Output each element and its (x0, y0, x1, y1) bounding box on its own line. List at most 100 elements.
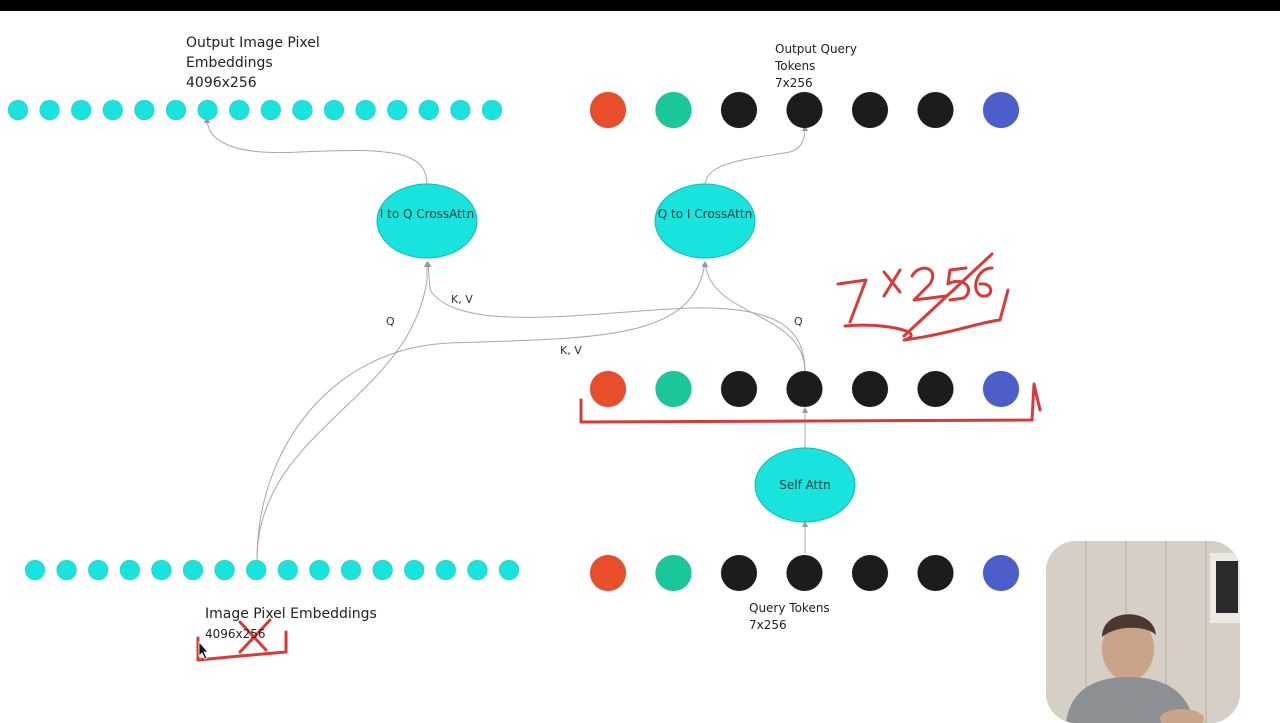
edge-label-q-right: Q (794, 315, 803, 328)
output-pixel-embedding[interactable] (449, 99, 471, 121)
self-attn-label: Self Attn (779, 478, 831, 492)
ink-underline-swoop (843, 288, 1010, 342)
input-pixel-embedding[interactable] (119, 559, 141, 581)
output-pixel-embedding[interactable] (418, 99, 440, 121)
intermediate-query-token[interactable] (589, 370, 627, 408)
edge-label-kv-left: K, V (451, 293, 473, 306)
input-pixel-embedding[interactable] (214, 559, 236, 581)
intermediate-query-token[interactable] (786, 370, 823, 408)
input-pixel-title: Image Pixel Embeddings (205, 606, 377, 622)
edge-pixels-kv-to-qtoi (256, 261, 708, 561)
output-pixel-embedding[interactable] (197, 99, 219, 121)
intermediate-query-token[interactable] (720, 370, 758, 408)
edge-tokens-kv-to-itoq (425, 261, 806, 373)
q-to-i-crossattn-node[interactable] (654, 183, 756, 259)
ink-digit-seven (836, 278, 868, 324)
output-query-token[interactable] (786, 91, 823, 129)
query-token-row (589, 554, 1020, 592)
query-tokens-title: Query Tokens (749, 601, 830, 615)
output-pixel-title: Output Image Pixel Embeddings (186, 35, 320, 71)
edge-itoq-to-output-pixels (204, 117, 428, 186)
query-token[interactable] (589, 554, 627, 592)
intermediate-query-token[interactable] (982, 370, 1020, 408)
edge-tokens-q-to-qtoi (702, 261, 806, 373)
output-query-token[interactable] (982, 91, 1020, 129)
output-pixel-embedding[interactable] (102, 99, 124, 121)
i-to-q-label: I to Q CrossAttn (379, 207, 475, 221)
input-pixel-embedding[interactable] (435, 559, 457, 581)
handwritten-annotation (196, 252, 1042, 662)
ink-digit-two (910, 266, 948, 302)
output-pixel-embedding[interactable] (39, 99, 60, 121)
query-token[interactable] (720, 554, 758, 592)
output-pixel-embedding[interactable] (260, 99, 282, 121)
query-token[interactable] (982, 554, 1020, 592)
output-query-title: Output Query Tokens (775, 42, 857, 73)
output-pixel-embedding[interactable] (228, 99, 250, 121)
webcam-overlay (1046, 541, 1240, 723)
mouse-cursor-icon (198, 640, 209, 660)
diagram-svg (7, 91, 1042, 662)
webcam-scene (1046, 541, 1240, 723)
output-pixel-embedding[interactable] (7, 99, 29, 121)
output-query-token[interactable] (917, 91, 954, 129)
query-token[interactable] (851, 554, 889, 592)
input-pixel-embedding[interactable] (24, 559, 46, 581)
ink-underline-small (196, 630, 288, 662)
output-token-row (589, 91, 1020, 129)
query-token[interactable] (917, 554, 954, 592)
intermediate-query-token[interactable] (851, 370, 889, 408)
query-tokens-dims: 7x256 (749, 618, 787, 632)
output-query-token[interactable] (589, 91, 627, 129)
input-pixel-embedding[interactable] (466, 559, 488, 581)
output-query-token[interactable] (720, 91, 758, 129)
input-pixel-embedding[interactable] (150, 559, 172, 581)
connectors (204, 117, 808, 561)
output-pixel-embedding[interactable] (386, 99, 408, 121)
q-to-i-label: Q to I CrossAttn (657, 207, 753, 221)
ink-strike-diagonal (902, 252, 994, 338)
ink-cross-x (882, 268, 902, 298)
output-pixel-embedding[interactable] (133, 99, 155, 121)
output-query-token[interactable] (851, 91, 889, 129)
output-pixel-row (7, 99, 503, 121)
input-pixel-dims: 4096x256 (205, 627, 266, 641)
intermediate-query-token[interactable] (917, 370, 954, 408)
input-pixel-embedding[interactable] (498, 559, 520, 581)
ink-bracket (579, 382, 1042, 424)
input-pixel-embedding[interactable] (372, 559, 394, 581)
input-pixel-embedding[interactable] (245, 559, 267, 581)
top-bar (0, 0, 1280, 11)
output-pixel-embedding[interactable] (165, 99, 187, 121)
ink-digit-six (974, 266, 994, 298)
edge-label-kv-right: K, V (560, 344, 582, 357)
output-pixel-embedding[interactable] (291, 99, 313, 121)
mid-token-row (589, 370, 1020, 408)
query-token[interactable] (655, 554, 692, 592)
diagram-canvas: I to Q CrossAttn Q to I CrossAttn Self A… (0, 11, 1280, 720)
input-pixel-embedding[interactable] (403, 559, 425, 581)
edge-label-q-left: Q (386, 315, 395, 328)
input-pixel-embedding[interactable] (277, 559, 299, 581)
input-pixel-embedding[interactable] (182, 559, 204, 581)
query-token[interactable] (786, 554, 823, 592)
input-pixel-row (24, 559, 520, 581)
input-pixel-embedding[interactable] (87, 559, 109, 581)
ink-digit-five (946, 266, 971, 302)
intermediate-query-token[interactable] (655, 370, 692, 408)
input-pixel-embedding[interactable] (308, 559, 330, 581)
ink-cross-small (238, 618, 272, 654)
output-pixel-embedding[interactable] (355, 99, 377, 121)
i-to-q-crossattn-node[interactable] (376, 183, 478, 259)
output-pixel-embedding[interactable] (481, 99, 503, 121)
output-pixel-dims: 4096x256 (186, 75, 257, 91)
output-query-dims: 7x256 (775, 76, 813, 90)
input-pixel-embedding[interactable] (340, 559, 362, 581)
edge-qtoi-to-output-query (704, 125, 808, 186)
output-pixel-embedding[interactable] (70, 99, 92, 121)
input-pixel-embedding[interactable] (56, 559, 77, 581)
output-pixel-embedding[interactable] (323, 99, 345, 121)
output-query-token[interactable] (655, 91, 692, 129)
self-attn-node[interactable] (754, 447, 856, 523)
edge-pixels-q-to-itoq (256, 261, 430, 561)
